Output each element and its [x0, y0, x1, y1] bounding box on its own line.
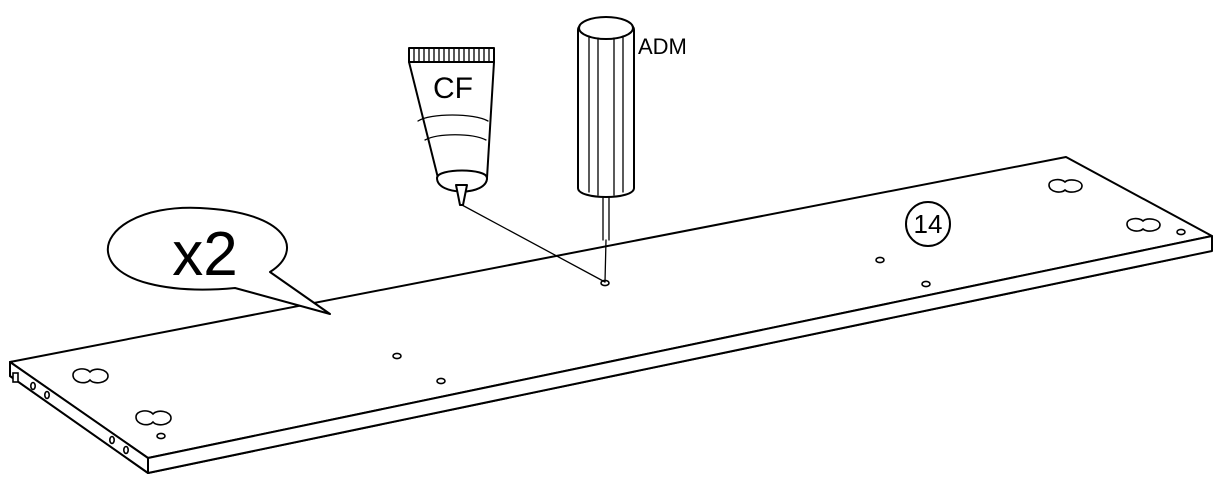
panel-top-face	[9, 156, 1213, 459]
panel-end-holes-left	[12, 372, 130, 455]
shelf-panel	[9, 156, 1213, 474]
part-number-badge	[905, 201, 951, 247]
panel-left-end	[9, 361, 149, 474]
screwdriver-label: ADM	[638, 34, 687, 59]
part-number-label: 14	[914, 209, 943, 239]
keyhole-slot	[1048, 178, 1083, 193]
screw-holes	[156, 228, 1186, 440]
glue-tube-label: CF	[433, 72, 473, 105]
quantity-label: x2	[172, 220, 237, 289]
pointer-lines	[461, 204, 607, 283]
quantity-callout	[106, 206, 331, 315]
screwdriver-icon	[577, 16, 635, 241]
keyhole-slot	[135, 410, 172, 426]
glue-tube-icon	[408, 47, 495, 206]
keyhole-slot	[72, 368, 109, 384]
keyhole-slot	[1126, 217, 1161, 232]
